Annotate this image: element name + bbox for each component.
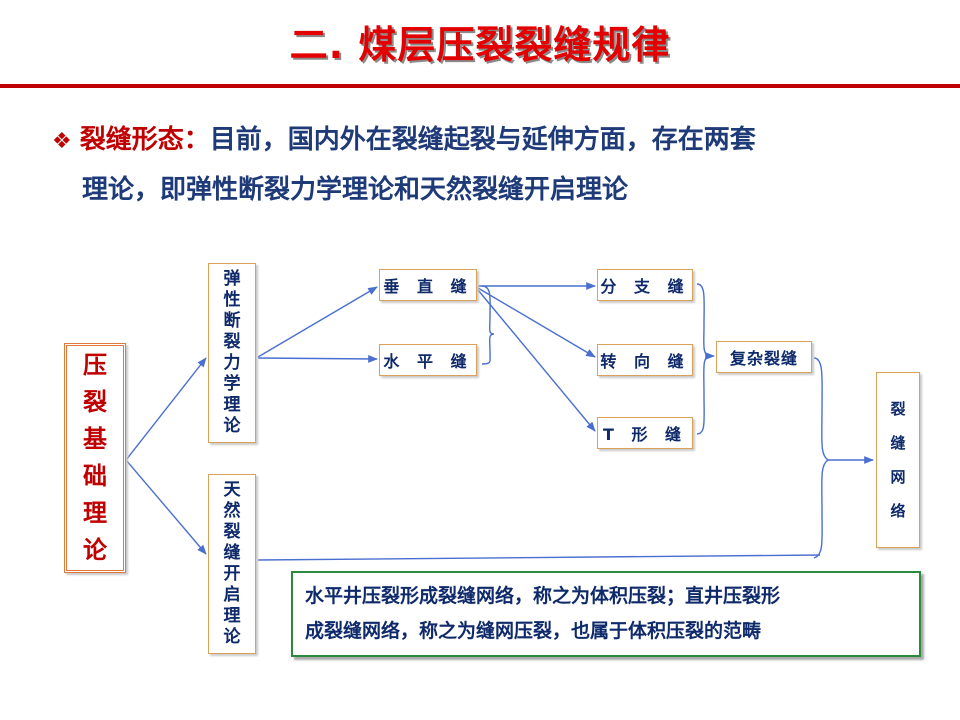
bullet-line-1: ❖ 裂缝形态：目前，国内外在裂缝起裂与延伸方面，存在两套 bbox=[52, 116, 932, 166]
root-char: 础 bbox=[83, 462, 107, 490]
note-line-1: 水平井压裂形成裂缝网络，称之为体积压裂；直井压裂形 bbox=[305, 585, 781, 607]
brace-final bbox=[813, 357, 830, 559]
elastic-char: 裂 bbox=[223, 332, 241, 352]
natural-char: 天 bbox=[223, 480, 241, 500]
network-char: 络 bbox=[890, 502, 906, 520]
fracture-network-box: 裂 缝 网 络 bbox=[876, 372, 920, 548]
elastic-char: 论 bbox=[223, 416, 241, 436]
elastic-char: 弹 bbox=[223, 269, 241, 289]
root-char: 理 bbox=[83, 499, 107, 527]
natural-char: 启 bbox=[223, 585, 241, 605]
horizontal-fracture-box: 水 平 缝 bbox=[379, 344, 477, 376]
t-shaped-fracture-box: T 形 缝 bbox=[597, 417, 693, 449]
elastic-char: 理 bbox=[223, 395, 241, 415]
bullet-line-2: 理论，即弹性断裂力学理论和天然裂缝开启理论 bbox=[82, 175, 629, 205]
arrow-natural-network bbox=[257, 554, 821, 561]
turning-fracture-box: 转 向 缝 bbox=[597, 344, 693, 376]
arrow-root-natural bbox=[125, 459, 207, 555]
arrow-vertical-turn bbox=[477, 287, 596, 358]
bullet-text-1: 目前，国内外在裂缝起裂与延伸方面，存在两套 bbox=[209, 125, 756, 155]
bullet-paragraph: ❖ 裂缝形态：目前，国内外在裂缝起裂与延伸方面，存在两套 理论，即弹性断裂力学理论… bbox=[52, 116, 932, 214]
elastic-fracture-theory-box: 弹 性 断 裂 力 学 理 论 bbox=[208, 263, 256, 443]
root-char: 压 bbox=[83, 351, 107, 379]
bullet-lead: 裂缝形态： bbox=[79, 125, 210, 155]
elastic-char: 性 bbox=[223, 290, 241, 310]
brace-right bbox=[696, 283, 711, 435]
arrow-vertical-tshape bbox=[477, 289, 596, 432]
fracturing-theory-root-box: 压 裂 基 础 理 论 bbox=[64, 343, 126, 573]
slide-title: 二. 煤层压裂裂缝规律 bbox=[289, 23, 671, 67]
brace-left bbox=[481, 285, 495, 365]
note-line-2: 成裂缝网络，称之为缝网压裂，也属于体积压裂的范畴 bbox=[305, 620, 762, 642]
root-char: 裂 bbox=[83, 388, 107, 416]
diamond-bullet-icon: ❖ bbox=[52, 129, 72, 154]
natural-fracture-theory-box: 天 然 裂 缝 开 启 理 论 bbox=[208, 474, 256, 654]
natural-char: 缝 bbox=[223, 543, 241, 563]
elastic-char: 断 bbox=[223, 311, 241, 331]
elastic-char: 力 bbox=[223, 353, 241, 373]
title-divider bbox=[0, 84, 960, 88]
natural-char: 论 bbox=[223, 627, 241, 647]
network-char: 网 bbox=[890, 468, 906, 486]
natural-char: 开 bbox=[223, 564, 241, 584]
branch-fracture-box: 分 支 缝 bbox=[597, 269, 693, 301]
arrow-root-elastic bbox=[125, 357, 207, 461]
arrow-elastic-vertical bbox=[257, 286, 378, 358]
arrow-elastic-horizontal bbox=[257, 355, 378, 363]
natural-char: 理 bbox=[223, 606, 241, 626]
network-char: 缝 bbox=[890, 434, 906, 452]
root-char: 基 bbox=[83, 425, 107, 453]
complex-fracture-box: 复杂裂缝 bbox=[716, 341, 812, 373]
root-char: 论 bbox=[83, 536, 107, 564]
natural-char: 裂 bbox=[223, 522, 241, 542]
vertical-fracture-box: 垂 直 缝 bbox=[379, 269, 477, 301]
elastic-char: 学 bbox=[223, 374, 241, 394]
natural-char: 然 bbox=[223, 501, 241, 521]
volume-fracturing-note: 水平井压裂形成裂缝网络，称之为体积压裂；直井压裂形 成裂缝网络，称之为缝网压裂，… bbox=[291, 571, 921, 657]
network-char: 裂 bbox=[890, 400, 906, 418]
